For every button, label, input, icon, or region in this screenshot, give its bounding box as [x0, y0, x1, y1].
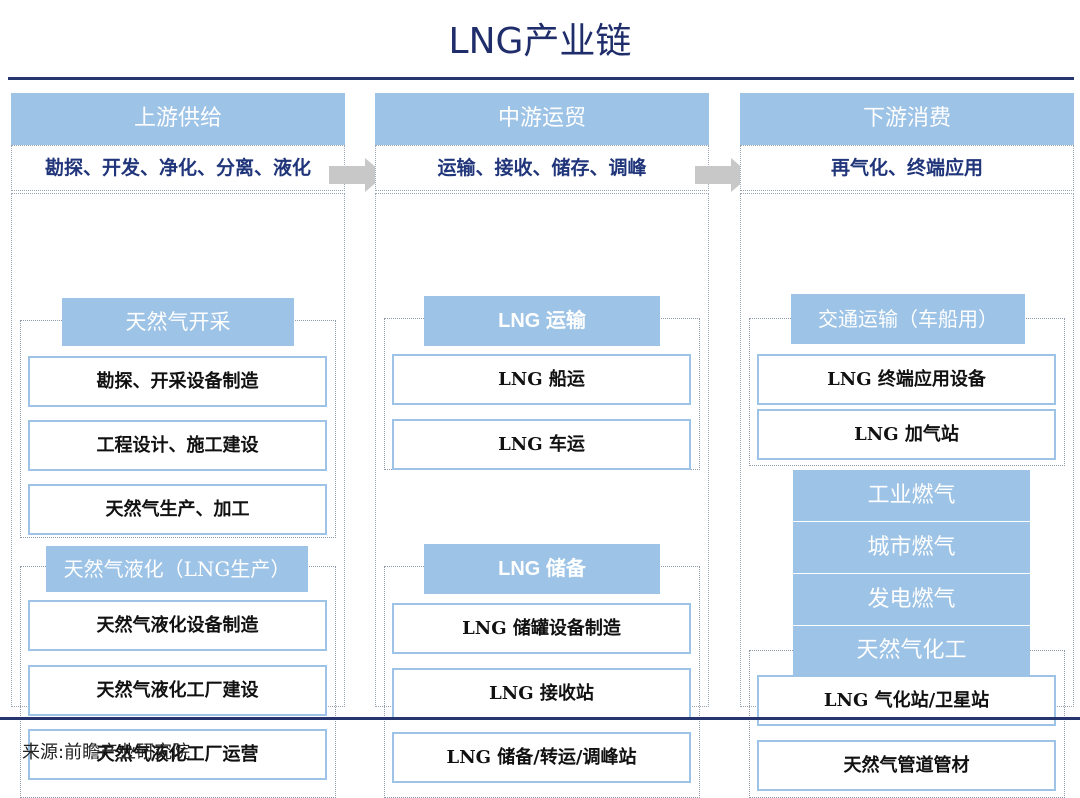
column-body: 交通运输（车船用） LNG 终端应用设备 LNG 加气站 工业燃气 城市燃气 发…: [740, 193, 1074, 798]
diagram-item: LNG 船运: [392, 354, 691, 405]
band-divider: [793, 521, 1030, 522]
flow-arrow-icon: [695, 158, 751, 192]
diagram-item: 天然气液化设备制造: [28, 600, 327, 651]
column-subtitle: 运输、接收、储存、调峰: [375, 145, 709, 191]
column-body: 天然气开采 勘探、开采设备制造 工程设计、施工建设 天然气生产、加工 天然气液化…: [11, 193, 345, 798]
band-power-gas: 发电燃气: [793, 574, 1030, 625]
diagram-item: 天然气管道管材: [757, 740, 1056, 791]
column-upstream: 上游供给 勘探、开发、净化、分离、液化 天然气开采 勘探、开采设备制造 工程设计…: [11, 93, 345, 798]
diagram-item: 天然气液化工厂运营: [28, 729, 327, 780]
diagram-item: LNG 接收站: [392, 668, 691, 719]
column-subtitle: 勘探、开发、净化、分离、液化: [11, 145, 345, 191]
column-downstream: 下游消费 再气化、终端应用 交通运输（车船用） LNG 终端应用设备 LNG 加…: [740, 93, 1074, 798]
band-divider: [793, 573, 1030, 574]
column-header: 上游供给: [11, 93, 345, 145]
column-header: 下游消费: [740, 93, 1074, 145]
bottom-divider: [0, 717, 1080, 720]
diagram-item: 勘探、开采设备制造: [28, 356, 327, 407]
group-title: 天然气液化（LNG生产）: [46, 546, 308, 592]
diagram-item: LNG 储备/转运/调峰站: [392, 732, 691, 783]
diagram-item: 天然气液化工厂建设: [28, 665, 327, 716]
diagram-item: LNG 加气站: [757, 409, 1056, 460]
top-divider: [8, 77, 1074, 80]
column-header: 中游运贸: [375, 93, 709, 145]
diagram-item: 天然气生产、加工: [28, 484, 327, 535]
diagram-item: LNG 终端应用设备: [757, 354, 1056, 405]
band-city-gas: 城市燃气: [793, 522, 1030, 573]
page-title: LNG产业链: [448, 21, 632, 62]
diagram-item: 工程设计、施工建设: [28, 420, 327, 471]
group-title: LNG 运输: [424, 296, 660, 346]
diagram-item: LNG 储罐设备制造: [392, 603, 691, 654]
group-title: 天然气化工: [793, 626, 1030, 676]
group-title: 交通运输（车船用）: [791, 294, 1025, 344]
diagram-item: LNG 车运: [392, 419, 691, 470]
column-body: LNG 运输 LNG 船运 LNG 车运 LNG 储备 LNG 储罐设备制造 L…: [375, 193, 709, 798]
flow-arrow-icon: [329, 158, 385, 192]
column-subtitle: 再气化、终端应用: [740, 145, 1074, 191]
source-note: 来源:前瞻产业研究院: [22, 742, 191, 763]
group-title: 天然气开采: [62, 298, 294, 346]
band-industrial-gas: 工业燃气: [793, 470, 1030, 521]
band-divider: [793, 625, 1030, 626]
group-title: LNG 储备: [424, 544, 660, 594]
column-midstream: 中游运贸 运输、接收、储存、调峰 LNG 运输 LNG 船运 LNG 车运 LN…: [375, 93, 709, 798]
